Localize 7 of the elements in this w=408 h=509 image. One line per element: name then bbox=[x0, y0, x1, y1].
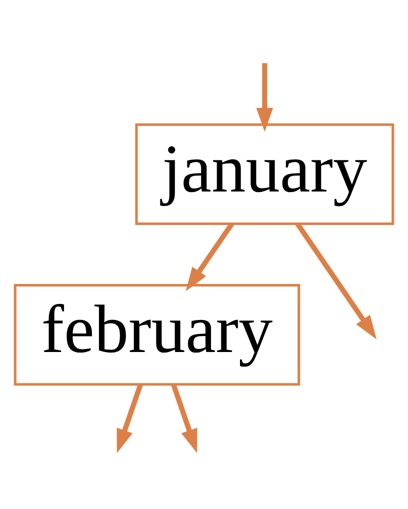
arrow bbox=[171, 384, 198, 454]
node-box: january bbox=[135, 123, 394, 226]
arrow bbox=[116, 384, 143, 454]
arrow bbox=[186, 222, 234, 292]
node-box: february bbox=[14, 284, 300, 386]
arrow bbox=[295, 222, 377, 340]
arrow bbox=[256, 63, 274, 132]
